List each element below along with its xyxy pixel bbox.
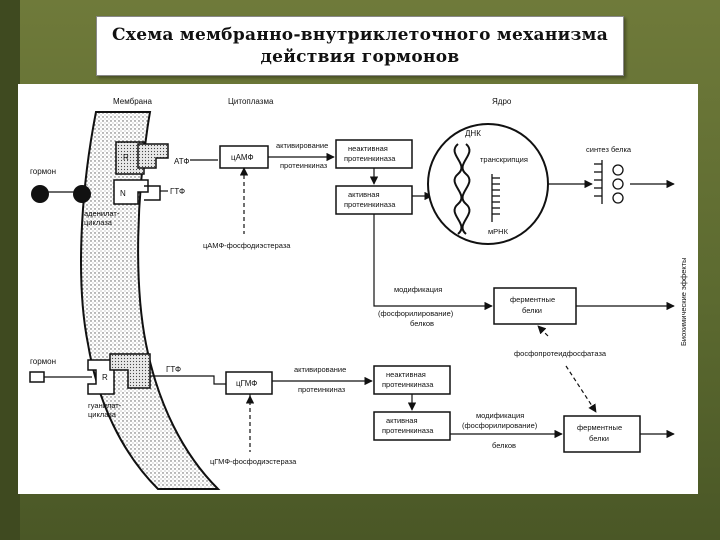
guanylate-cyclase-label-2: циклаза [88,410,117,419]
mrna-label: мРНК [488,227,509,236]
n-protein-block [113,179,149,205]
inactive-pk-bottom-1: неактивная [386,370,426,379]
active-pk-top-2: протеинкиназа [344,200,396,209]
activation-bottom-2: протеинкиназ [298,385,346,394]
modification-top-2: (фосфорилирование) [378,309,454,318]
enzyme-top-1: ферментные [510,295,555,304]
phosphatase-label: фосфопротеидфосфатаза [514,349,607,358]
hormone-mechanism-diagram: Мембрана Цитоплазма Ядро R N гормон АТФ … [29,97,688,490]
title-line-2: действия гормонов [260,47,460,67]
gtp-top-label: ГТФ [170,187,185,196]
hormone-molecule-top [31,185,49,203]
guanylate-cyclase-label-1: гуанилат- [88,401,122,410]
cgmp-label: цГМФ [236,379,257,388]
diagram-panel: Мембрана Цитоплазма Ядро R N гормон АТФ … [18,84,698,494]
guanylate-cyclase-block [109,353,151,389]
cytoplasm-label: Цитоплазма [228,97,274,106]
nucleus-circle [427,123,549,245]
modification-bottom-1: модификация [476,411,524,420]
hormone-top-label: гормон [30,167,56,176]
membrane-label: Мембрана [113,97,153,106]
pde-camp-label: цАМФ-фосфодиэстераза [203,241,291,250]
cgmp-box [225,371,273,395]
biochemical-effects-label: Биохимические эффекты [679,257,688,346]
nucleus-label: Ядро [492,97,512,106]
activation-top-2: протеинкиназ [280,161,328,170]
active-pk-bottom-2: протеинкиназа [382,426,434,435]
cell-membrane [80,111,221,490]
pde-cgmp-label: цГМФ-фосфодиэстераза [210,457,297,466]
modification-bottom-3: белков [492,441,516,450]
inactive-pk-top-2: протеинкиназа [344,154,396,163]
inactive-pk-bottom-box [373,365,451,395]
enzyme-top-box [493,287,577,325]
activation-bottom-1: активирование [294,365,346,374]
enzyme-top-2: белки [522,306,542,315]
adenylate-cyclase-label-1: аденилат- [84,209,120,218]
active-pk-bottom-1: активная [386,416,418,425]
inactive-pk-top-1: неактивная [348,144,388,153]
modification-top-1: модификация [394,285,442,294]
receptor-r-label: R [123,153,129,162]
atp-label: АТФ [174,157,189,166]
gtp-bottom-label: ГТФ [166,365,181,374]
adenylate-cyclase-label-2: циклаза [84,218,113,227]
enzyme-bottom-2: белки [589,434,609,443]
modification-bottom-2: (фосфорилирование) [462,421,538,430]
adenylate-cyclase-block [137,143,169,169]
title-line-1: Схема мембранно-внутриклеточного механиз… [111,25,609,45]
active-pk-top-box [335,185,413,215]
camp-label: цАМФ [231,153,254,162]
inactive-pk-bottom-2: протеинкиназа [382,380,434,389]
dna-helix [461,143,471,235]
dna-label: ДНК [465,129,481,138]
enzyme-bottom-box [563,415,641,453]
hormone-molecule-bottom [29,371,45,383]
hormone-bottom-label: гормон [30,357,56,366]
hormone-molecule-bound [73,185,91,203]
ribosome-strand [594,160,624,204]
n-protein-label: N [120,189,126,198]
active-pk-bottom-box [373,411,451,441]
transcription-label: транскрипция [480,155,528,164]
title-box: Схема мембранно-внутриклеточного механиз… [96,16,624,76]
receptor-bottom [87,359,115,395]
enzyme-bottom-1: ферментные [577,423,622,432]
mrna-strand [491,174,500,222]
left-accent-band [0,0,20,540]
protein-synthesis-label: синтез белка [586,145,632,154]
active-pk-top-1: активная [348,190,380,199]
gtp-socket-top [144,185,161,201]
modification-top-3: белков [410,319,434,328]
receptor-r2-label: R [102,373,108,382]
activation-top-1: активирование [276,141,328,150]
